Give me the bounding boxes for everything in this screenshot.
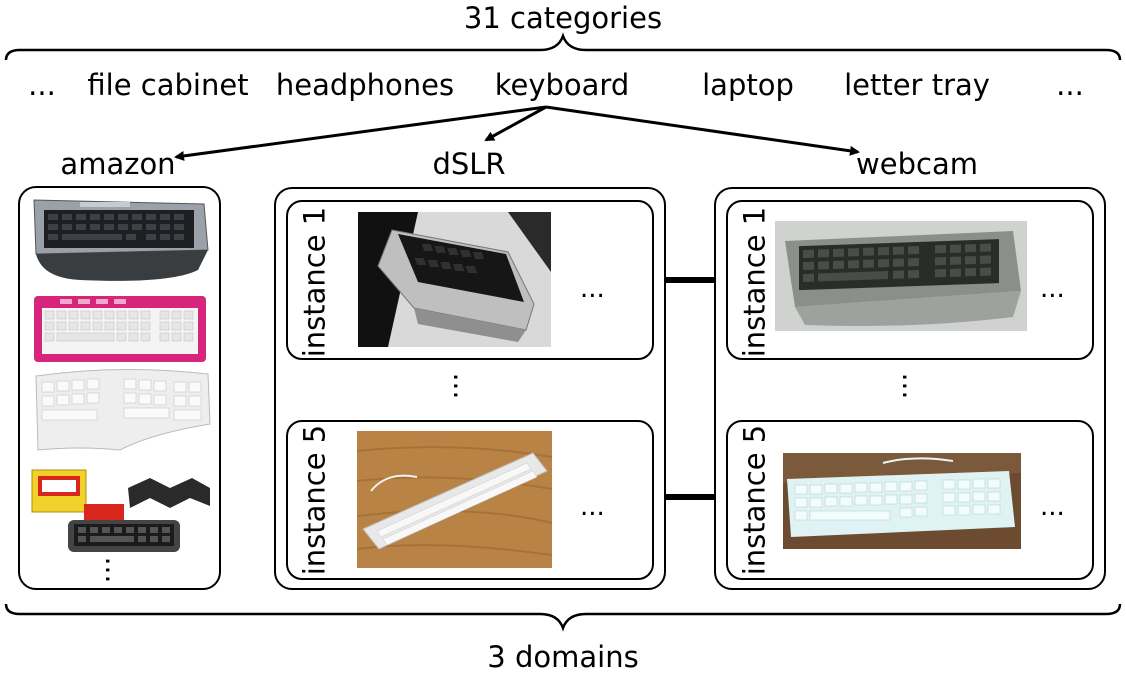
amazon-domain-box: ... bbox=[18, 186, 221, 590]
keyboard-image-silver bbox=[33, 199, 209, 281]
webcam-instance-5-photo bbox=[783, 453, 1021, 549]
dslr-instance-5-label: instance 5 bbox=[297, 424, 332, 576]
category-ellipsis-left: ... bbox=[28, 68, 56, 102]
domain-label-webcam: webcam bbox=[856, 147, 978, 181]
keyboard-image-ergonomic bbox=[35, 368, 211, 451]
keyboard-image-folding bbox=[31, 469, 210, 552]
dslr-between-ellipsis: ... bbox=[447, 372, 480, 400]
webcam-instance-1-photo bbox=[775, 221, 1027, 331]
webcam-instance-5-more: ... bbox=[1040, 492, 1065, 522]
bottom-brace bbox=[4, 603, 1122, 632]
amazon-more-ellipsis: ... bbox=[99, 556, 132, 584]
webcam-instance-5-label: instance 5 bbox=[737, 424, 772, 576]
dslr-instance-5-photo bbox=[357, 431, 552, 568]
top-brace bbox=[4, 32, 1122, 61]
dslr-instance-1-more: ... bbox=[580, 274, 605, 304]
domain-label-dslr: dSLR bbox=[432, 147, 506, 181]
arrow-to-amazon bbox=[174, 105, 547, 161]
domain-label-amazon: amazon bbox=[60, 147, 176, 181]
webcam-instance-1-more: ... bbox=[1040, 274, 1065, 304]
footer: 3 domains bbox=[487, 640, 639, 674]
webcam-instance-1-label: instance 1 bbox=[737, 206, 772, 358]
category-headphones: headphones bbox=[275, 68, 455, 102]
webcam-between-ellipsis: ... bbox=[896, 372, 929, 400]
dslr-instance-1-photo bbox=[358, 212, 551, 347]
dslr-instance-5-more: ... bbox=[580, 492, 605, 522]
amazon-keyboard-images bbox=[31, 199, 211, 552]
keyboard-image-pink bbox=[34, 296, 206, 362]
category-file-cabinet: file cabinet bbox=[87, 68, 249, 102]
category-laptop: laptop bbox=[702, 68, 794, 102]
title: 31 categories bbox=[463, 1, 663, 35]
arrow-to-dslr bbox=[484, 105, 547, 142]
arrow-to-webcam bbox=[545, 105, 860, 156]
category-letter-tray: letter tray bbox=[844, 68, 990, 102]
dslr-instance-1-label: instance 1 bbox=[297, 206, 332, 358]
category-ellipsis-right: ... bbox=[1056, 68, 1084, 102]
category-keyboard: keyboard bbox=[494, 68, 630, 102]
